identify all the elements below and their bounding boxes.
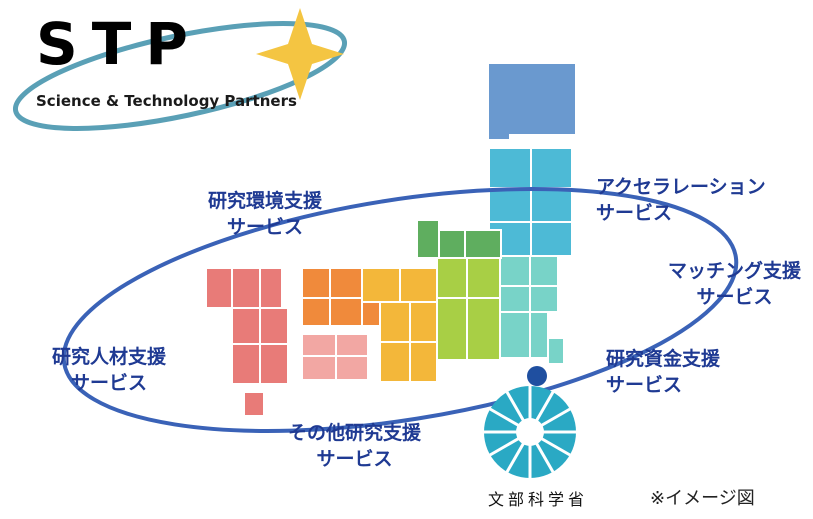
logo-subtitle: Science & Technology Partners [36,92,297,110]
blue-dot [527,366,547,386]
kinki-region [361,267,438,383]
label-human-resources: 研究人材支援 サービス [52,346,167,394]
shikoku-region [301,333,369,381]
image-note: ※イメージ図 [650,488,755,509]
logo-text: STP [36,10,202,78]
kanto-region [499,255,565,365]
star-icon [256,8,344,100]
label-other-support: その他研究支援 サービス [288,422,422,470]
logo-ring [12,21,348,131]
mext-label: 文部科学省 [488,490,589,509]
chubu-region [436,257,501,361]
hokkaido-region [489,64,575,139]
label-matching: マッチング支援 サービス [668,260,802,308]
kyushu-region [205,267,289,417]
label-research-environment: 研究環境支援 サービス [208,190,323,238]
chugoku-region [301,267,381,327]
support-ellipse [61,187,739,433]
label-funding: 研究資金支援 サービス [606,348,721,396]
label-accelerator: アクセラレーション サービス [596,176,766,224]
mext-emblem-icon [484,386,576,478]
